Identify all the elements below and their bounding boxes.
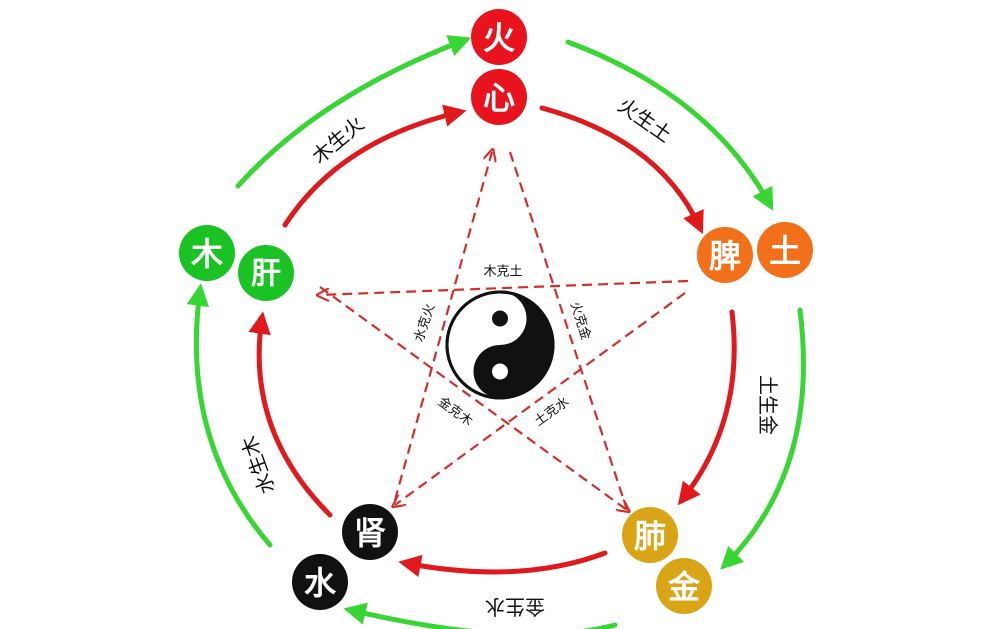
green-arrow-earth-to-metal (720, 307, 806, 570)
red-arrow-heart-to-spleen (539, 105, 704, 235)
inner-red-arrows (248, 104, 737, 578)
red-arrow-spleen-to-lung (677, 309, 737, 506)
label-wood-generates-fire: 木生火 (307, 112, 368, 169)
label-water-controls-fire: 水克火 (412, 302, 438, 344)
node-metal-text: 金 (667, 568, 701, 606)
node-kidney: 肾 (342, 504, 398, 560)
red-arrow-kidney-to-liver (248, 311, 333, 518)
green-arrow-fire-to-earth (565, 39, 774, 211)
label-earth-generates-metal: 土生金 (756, 375, 780, 435)
node-earth: 土 (757, 222, 813, 278)
node-heart: 心 (471, 69, 527, 125)
node-heart-text: 心 (483, 79, 515, 117)
node-wood: 木 (179, 225, 235, 281)
label-fire-generates-earth: 火生土 (614, 93, 677, 147)
label-metal-controls-wood: 金克木 (435, 394, 476, 430)
outer-green-arrows (186, 35, 806, 629)
star-line-1 (320, 279, 689, 295)
yin-yang-icon (445, 290, 555, 400)
node-liver: 肝 (238, 245, 294, 301)
node-water-text: 水 (304, 564, 337, 602)
node-kidney-text: 肾 (354, 514, 386, 552)
label-metal-generates-water: 金生水 (485, 595, 545, 619)
node-spleen: 脾 (697, 227, 753, 283)
node-fire: 火 (471, 9, 527, 65)
node-liver-text: 肝 (251, 257, 281, 292)
node-spleen-text: 脾 (709, 237, 741, 275)
green-arrow-wood-to-fire (235, 35, 472, 189)
node-metal: 金 (656, 558, 712, 614)
node-earth-text: 土 (769, 232, 801, 270)
node-water: 水 (292, 554, 348, 610)
red-arrow-liver-to-heart (282, 104, 467, 228)
controlling-star (320, 151, 689, 511)
label-wood-controls-earth: 木克土 (483, 265, 522, 280)
node-fire-text: 火 (483, 19, 515, 57)
node-lung: 肺 (622, 507, 678, 563)
star-line-4 (395, 292, 686, 505)
green-arrow-metal-to-water (343, 602, 618, 629)
label-water-generates-wood: 水生木 (236, 433, 279, 498)
node-wood-text: 木 (190, 235, 223, 273)
node-lung-text: 肺 (634, 517, 666, 555)
star-line-3 (508, 151, 629, 511)
star-line-5 (393, 152, 492, 501)
red-arrow-lung-to-kidney (398, 550, 608, 578)
green-arrow-water-to-wood (186, 283, 273, 548)
